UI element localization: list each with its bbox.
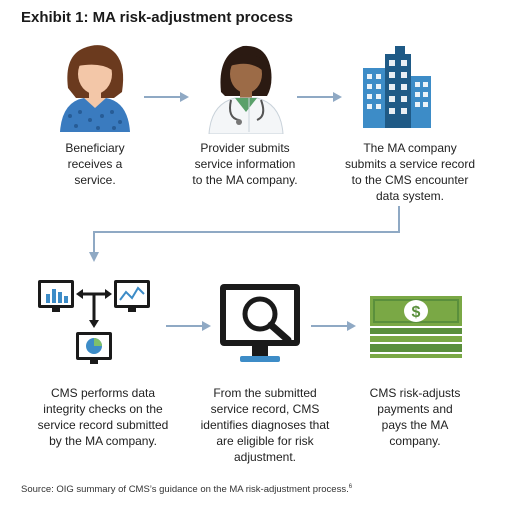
step-1-text: Beneficiary receives a service. — [65, 141, 125, 187]
step-2-text: Provider submits service information to … — [192, 141, 298, 187]
doctor-with-stethoscope-icon — [208, 45, 284, 134]
office-buildings-icon — [363, 46, 431, 128]
footnote-marker: 6 — [348, 484, 353, 490]
connector-arrow — [89, 206, 400, 262]
beneficiary-woman-icon — [60, 45, 130, 132]
flow-arrow — [311, 321, 356, 331]
flow-arrow — [166, 321, 211, 331]
money-stack-icon: $ — [370, 296, 462, 358]
step-4-text: CMS performs data integrity checks on th… — [37, 386, 169, 448]
flow-arrow — [297, 92, 342, 102]
source-note: Source: OIG summary of CMS’s guidance on… — [21, 484, 353, 496]
computer-monitors-charts-icon — [38, 280, 150, 364]
step-3-text: The MA company submits a service record … — [344, 141, 476, 203]
step-6-text: CMS risk-adjusts payments and pays the M… — [369, 386, 461, 448]
monitor-magnifier-icon — [220, 284, 300, 362]
svg-text:$: $ — [412, 304, 421, 321]
exhibit-title: Exhibit 1: MA risk-adjustment process — [21, 9, 294, 26]
step-5-text: From the submitted service record, CMS i… — [200, 386, 330, 464]
flow-arrow — [144, 92, 189, 102]
